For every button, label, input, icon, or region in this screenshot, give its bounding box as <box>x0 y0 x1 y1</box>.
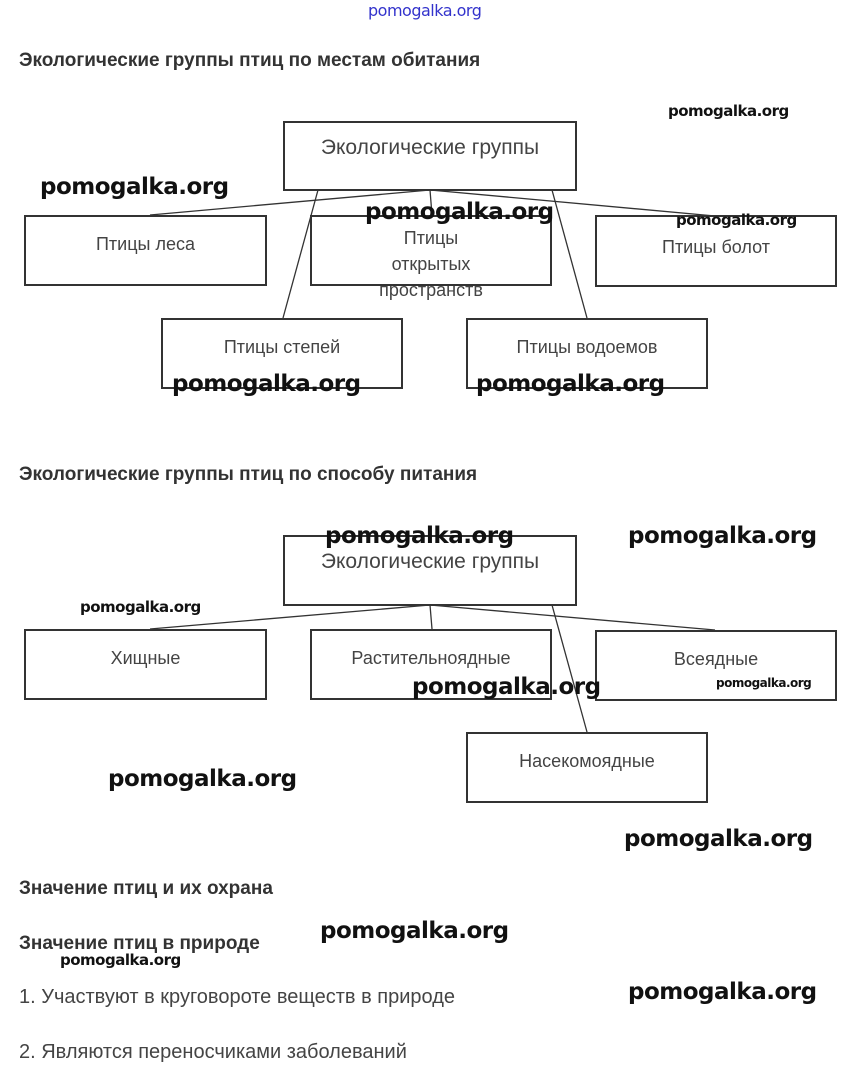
diagram2-box-predators: Хищные <box>24 629 267 700</box>
watermark: pomogalka.org <box>325 523 514 549</box>
heading-feeding-groups: Экологические группы птиц по способу пит… <box>19 464 478 485</box>
watermark: pomogalka.org <box>412 674 601 700</box>
watermark: pomogalka.org <box>365 199 554 225</box>
diagram1-box-steppe: Птицы степей <box>161 318 403 389</box>
watermark: pomogalka.org <box>40 174 229 200</box>
diagram2-box-insectivores: Насекомоядные <box>466 732 708 803</box>
diagram1-box-open-spaces: Птицы открытых пространств <box>310 215 552 300</box>
watermark: pomogalka.org <box>476 371 665 397</box>
watermark: pomogalka.org <box>668 102 789 120</box>
watermark: pomogalka.org <box>628 979 817 1005</box>
diagram1-box-water: Птицы водоемов <box>466 318 708 389</box>
list-item: 1. Участвуют в круговороте веществ в при… <box>19 986 455 1008</box>
watermark: pomogalka.org <box>676 211 797 229</box>
diagram2-box-omnivores: Всеядные <box>595 630 837 701</box>
watermark: pomogalka.org <box>172 371 361 397</box>
watermark: pomogalka.org <box>628 523 817 549</box>
diagram1-box-swamp: Птицы болот <box>595 215 837 287</box>
diagram1-root-box: Экологические группы <box>283 121 577 191</box>
watermark: pomogalka.org <box>716 676 812 690</box>
watermark-top: pomogalka.org <box>368 1 482 20</box>
heading-importance: Значение птиц и их охрана <box>19 878 273 899</box>
diagram1-box-forest: Птицы леса <box>24 215 267 286</box>
watermark: pomogalka.org <box>320 918 509 944</box>
watermark: pomogalka.org <box>80 598 201 616</box>
watermark: pomogalka.org <box>60 951 181 969</box>
diagram2-root-box: Экологические группы <box>283 535 577 606</box>
watermark: pomogalka.org <box>624 826 813 852</box>
heading-habitat-groups: Экологические группы птиц по местам обит… <box>19 50 481 71</box>
diagram2-box-herbivores: Растительноядные <box>310 629 552 700</box>
subheading-importance-nature: Значение птиц в природе <box>19 933 260 954</box>
list-item: 2. Являются переносчиками заболеваний <box>19 1041 407 1063</box>
watermark: pomogalka.org <box>108 766 297 792</box>
